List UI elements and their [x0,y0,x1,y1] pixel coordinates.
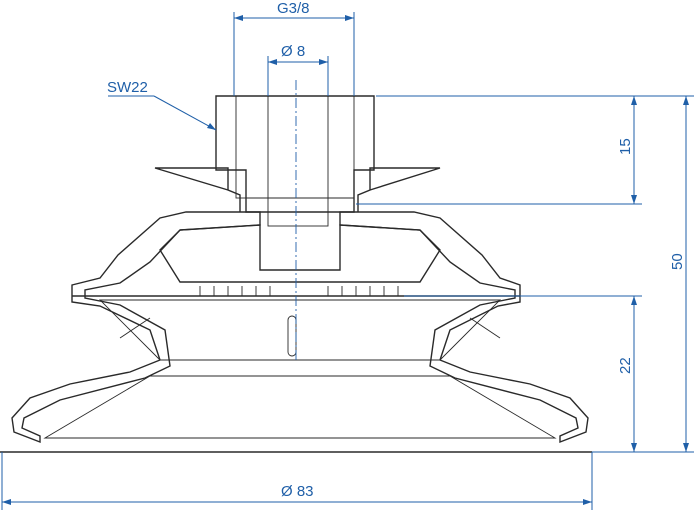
thread-label: G3/8 [277,0,310,17]
inner-core [159,224,441,283]
dim-diameter: Ø 83 [1,452,593,510]
bore-label: Ø 8 [281,43,305,60]
dim-lip-height: 22 [404,295,642,452]
diameter-label: Ø 83 [281,483,314,500]
dim-thread-height: 15 [356,95,642,205]
dim-bore: Ø 8 [267,43,329,96]
dim-wrench: SW22 [107,79,217,131]
support-grid [43,375,557,439]
inner-bore [267,95,329,227]
thread-height-label: 15 [617,138,634,155]
cup-cavity [98,299,502,361]
total-height-label: 50 [669,253,686,270]
bellows-shell [11,167,261,444]
wrench-label: SW22 [107,79,148,96]
core-teeth [199,286,399,296]
lip-height-label: 22 [617,357,634,374]
dim-total-height: 50 [592,95,694,453]
threaded-insert [215,95,375,213]
insert-bore [235,95,355,199]
bellows-shell-right [339,167,589,444]
dim-thread: G3/8 [233,0,355,96]
